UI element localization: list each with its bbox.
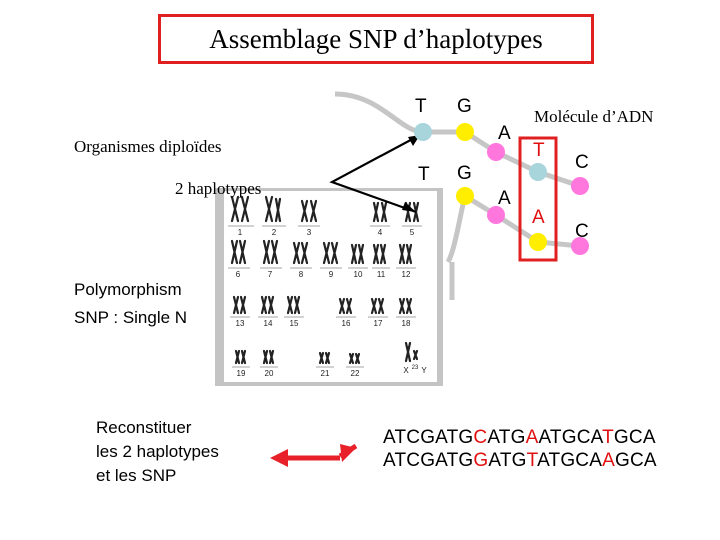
snp-highlight-box [518, 136, 558, 262]
arrow-left-icon [270, 449, 288, 467]
karyo-num: 16 [342, 319, 351, 328]
reconstruct-line: Reconstituer [96, 418, 192, 437]
nucleotide-letter-snp: T [533, 140, 545, 161]
reconstruct-line: les 2 haplotypes [96, 442, 219, 461]
nucleotide-letter-snp: A [532, 207, 545, 228]
nucleotide-letter: C [575, 152, 589, 173]
seq-part: ATGCA [537, 450, 603, 471]
karyo-num: 5 [410, 228, 415, 237]
karyo-num: 3 [307, 228, 312, 237]
reconstruct-line: et les SNP [96, 466, 177, 485]
snp-base: T [602, 427, 614, 448]
seq-part: ATGCA [538, 427, 603, 448]
nucleotide-letter: T [415, 96, 427, 117]
haplotype-sequence-2: ATCGATGGATGTATGCAAGCA [383, 450, 657, 472]
karyo-num: 23 [412, 365, 419, 371]
karyo-num: 22 [351, 369, 360, 378]
nucleotide-dot-pink [487, 143, 505, 161]
nucleotide-dot-pink [571, 177, 589, 195]
label-snp: SNP : Single N [74, 308, 188, 327]
nucleotide-dot-yellow [529, 233, 547, 251]
seq-part: ATG [487, 427, 526, 448]
nucleotide-letter: G [457, 163, 472, 184]
karyo-num: 18 [402, 319, 411, 328]
reconstruct-text: Reconstituer les 2 haplotypes et les SNP [96, 416, 219, 488]
karyo-num: 6 [236, 270, 241, 279]
karyo-num: 4 [378, 228, 383, 237]
nucleotide-dot-blue [414, 123, 432, 141]
karyo-num: 21 [321, 369, 330, 378]
karyo-num: 10 [354, 270, 363, 279]
seq-part: GCA [613, 427, 656, 448]
chevron-arrow [329, 134, 421, 214]
karyo-num: 8 [299, 270, 304, 279]
karyo-num: 15 [290, 319, 299, 328]
label-organisms: Organismes diploïdes [74, 137, 222, 156]
snp-base: T [526, 450, 538, 471]
nucleotide-dot-pink [487, 206, 505, 224]
snp-base: C [473, 427, 488, 448]
label-dna-molecule: Molécule d’ADN [534, 107, 654, 126]
snp-base: G [473, 450, 489, 471]
nucleotide-dot-yellow [456, 187, 474, 205]
label-polymorphism: Polymorphism [74, 280, 182, 299]
seq-part: GCA [614, 450, 657, 471]
karyotype-image: 1 2 3 4 5 6 7 8 9 10 11 12 13 14 15 16 1… [224, 191, 437, 382]
karyo-num: 11 [377, 270, 386, 279]
karyo-num: Y [421, 366, 427, 375]
karyo-num: 9 [329, 270, 334, 279]
nucleotide-letter: C [575, 221, 589, 242]
snp-base: A [525, 427, 539, 448]
karyo-num: 1 [238, 228, 243, 237]
nucleotide-letter: A [498, 123, 511, 144]
nucleotide-dot-pink [571, 237, 589, 255]
nucleotide-dot-yellow [456, 123, 474, 141]
dna-strand-2 [445, 192, 581, 264]
nucleotide-letter: G [457, 96, 472, 117]
seq-part: ATG [488, 450, 527, 471]
karyo-num: 14 [264, 319, 273, 328]
label-haplotypes: 2 haplotypes [175, 179, 262, 198]
karyotype-chromosomes: 1 2 3 4 5 6 7 8 9 10 11 12 13 14 15 16 1… [228, 195, 427, 378]
nucleotide-letter: A [498, 188, 511, 209]
karyo-num: 2 [272, 228, 277, 237]
arrow-head-icon [402, 202, 416, 212]
karyo-num: 19 [237, 369, 246, 378]
seq-part: ATCGATG [383, 450, 474, 471]
karyo-num: 7 [268, 270, 273, 279]
karyo-num: 13 [236, 319, 245, 328]
karyo-num: 20 [265, 369, 274, 378]
karyo-num: 17 [374, 319, 383, 328]
karyo-num: X [403, 366, 409, 375]
nucleotide-dot-blue [529, 163, 547, 181]
snp-base: A [602, 450, 615, 471]
title-frame [158, 14, 594, 64]
seq-part: ATCGATG [383, 427, 474, 448]
nucleotide-letter: T [418, 164, 430, 185]
karyo-num: 12 [402, 270, 411, 279]
double-arrow-tip [338, 443, 358, 459]
haplotype-sequence-1: ATCGATGCATGAATGCATGCA [383, 427, 656, 449]
page-title: Assemblage SNP d’haplotypes [209, 24, 543, 54]
